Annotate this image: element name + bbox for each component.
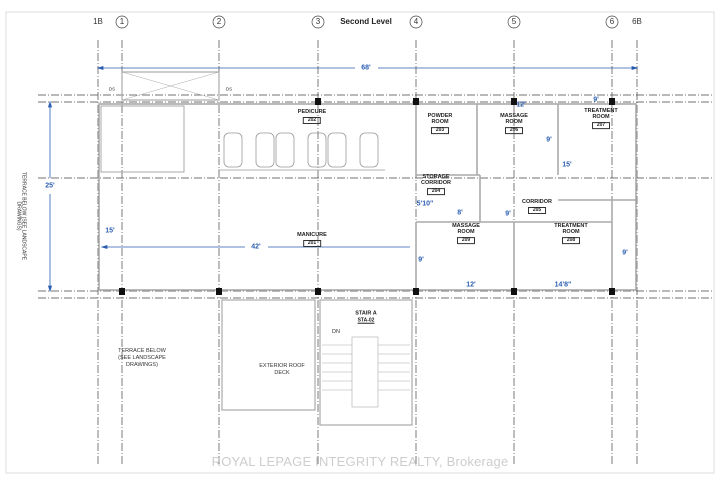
dim-massage206-width: 12' [516,101,526,109]
grid-label-1: 1 [119,16,125,26]
room-number: 203 [430,126,450,134]
room-name: TREATMENT ROOM [554,223,588,235]
dim-treatment207-width: 9' [593,96,599,104]
room-name: PEDICURE [297,108,327,115]
dim-massage209-depth: 9' [418,256,424,264]
grid-label-6: 6 [609,16,615,26]
note-roof-deck-1: EXTERIOR ROOF [259,363,305,370]
dim-manicure-depth: 15' [105,227,115,235]
dim-massage209-width: 12' [466,281,476,289]
dim-manicure-width: 42' [251,243,261,251]
stair-treads [322,336,410,408]
structural-columns [119,98,615,295]
grid-label-6b: 6B [632,16,642,26]
dim-overall-width: 68' [361,64,371,72]
grid-bubbles [115,15,619,29]
note-terrace-bottom-1: TERRACE BELOW [118,348,166,355]
grid-label-5: 5 [511,16,517,26]
grid-label-3: 3 [315,16,321,26]
sheet-border [5,11,715,474]
note-roof-deck-2: DECK [274,370,290,377]
watermark: ROYAL LEPAGE INTEGRITY REALTY, Brokerage [211,454,509,470]
room-number: 204 [426,187,446,195]
room-name: POWDER ROOM [427,113,453,125]
room-name: MASSAGE ROOM [452,223,480,235]
dimension-lines [47,65,639,293]
note-ds-right: DS [225,86,233,92]
room-number: 202 [302,116,322,125]
room-name: STAIR A [355,310,377,317]
room-number: 201 [302,239,322,248]
room-number: STA-02 [357,317,375,324]
room-name: TREATMENT ROOM [584,108,618,120]
room-number: 209 [456,236,476,244]
room-name: MANICURE [297,231,327,238]
note-terrace-bottom-3: DRAWINGS) [126,362,158,369]
room-number: 208 [561,236,581,244]
dim-storage-depth: 8' [457,209,463,217]
dim-overall-depth: 25' [45,182,55,190]
grid-label-4: 4 [413,16,419,26]
pedicure-chairs [218,132,385,171]
dim-treatment208-width: 14'8" [554,281,572,289]
room-name: CORRIDOR [522,198,552,205]
room-number: 206 [504,126,524,134]
grid-label-1b: 1B [93,16,103,26]
note-terrace-bottom-2: (SEE LANDSCAPE [118,355,166,362]
dim-massage206-depth: 9' [546,136,552,144]
walls [98,71,637,426]
grid-label-2: 2 [216,16,222,26]
room-name: MASSAGE ROOM [500,113,528,125]
dim-treatment208-depth: 9' [622,249,628,257]
note-terrace-left: TERRACE BELOW (SEE LANDSCAPE DRAWINGS) [15,171,27,261]
note-stair-direction: DN [332,329,340,336]
note-ds-left: DS [108,86,116,92]
room-name: STORAGE CORRIDOR [421,174,451,186]
room-number: 207 [591,121,611,129]
dim-corridor-width: 9' [505,210,511,218]
dim-storage-width: 5'10" [416,200,434,208]
dim-treatment207-depth: 15' [562,161,572,169]
drawing-title: Second Level [340,16,392,26]
room-number: 205 [527,206,547,215]
